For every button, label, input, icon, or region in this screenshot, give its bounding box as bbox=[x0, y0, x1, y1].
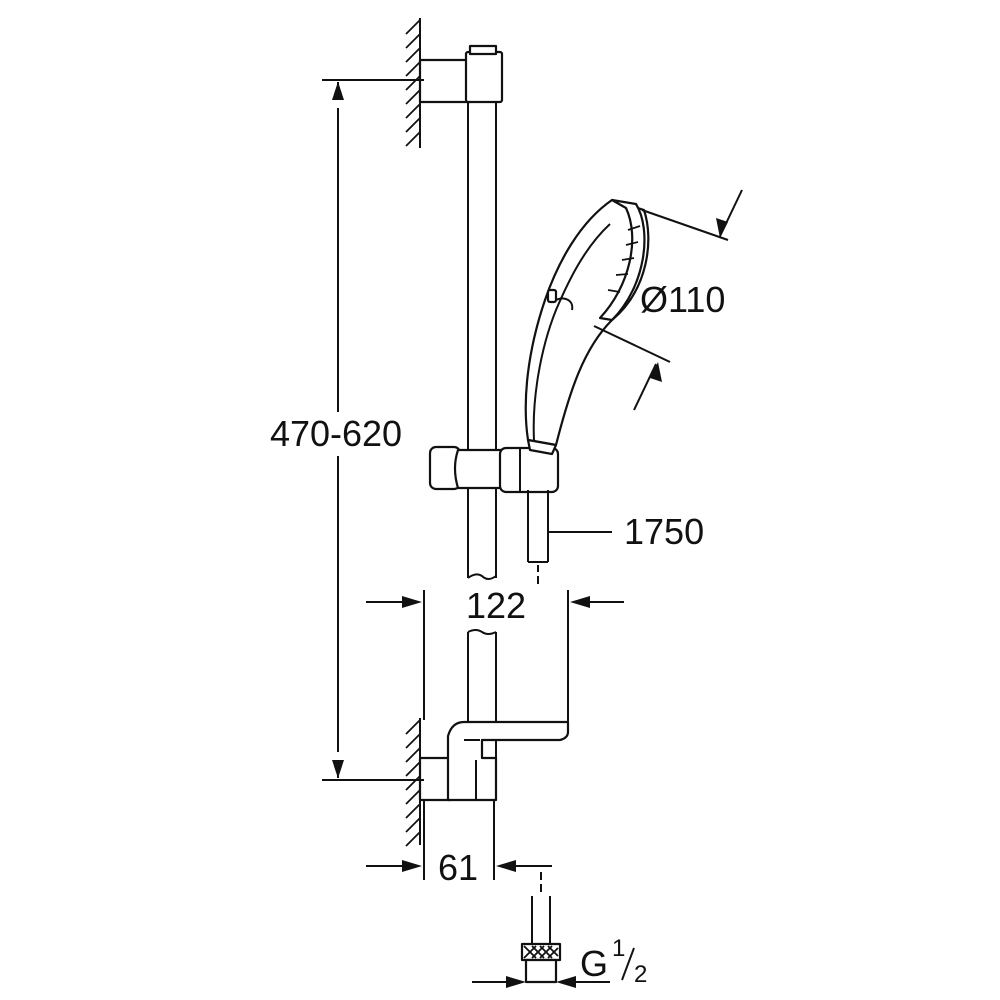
thread-fraction-denominator: 2 bbox=[634, 961, 647, 988]
hose-connector bbox=[520, 872, 562, 984]
diameter-label: Ø110 bbox=[640, 279, 725, 320]
dimension-thread: G 1 2 bbox=[472, 935, 647, 988]
handshower-holder bbox=[428, 445, 560, 494]
lower-wall-bracket bbox=[418, 720, 570, 802]
thread-fraction-numerator: 1 bbox=[612, 935, 625, 962]
handshower bbox=[524, 198, 650, 456]
shower-rail-upper bbox=[467, 102, 497, 580]
lower-wall bbox=[405, 718, 421, 847]
upper-wall bbox=[405, 18, 421, 148]
dimension-holder-width: 122 bbox=[366, 585, 624, 730]
thread-label: G bbox=[580, 943, 608, 984]
wall-projection-label: 61 bbox=[438, 847, 478, 888]
holder-width-label: 122 bbox=[466, 585, 526, 626]
rail-height-label: 470-620 bbox=[270, 413, 402, 454]
hose-length-label: 1750 bbox=[624, 511, 704, 552]
upper-wall-bracket bbox=[418, 44, 504, 104]
shower-hose bbox=[527, 490, 549, 584]
dimension-wall-projection: 61 bbox=[366, 800, 552, 888]
dimension-rail-height: 470-620 bbox=[254, 79, 424, 781]
dimension-handshower-diameter: Ø110 bbox=[593, 189, 743, 411]
dimension-hose-length: 1750 bbox=[548, 511, 704, 552]
